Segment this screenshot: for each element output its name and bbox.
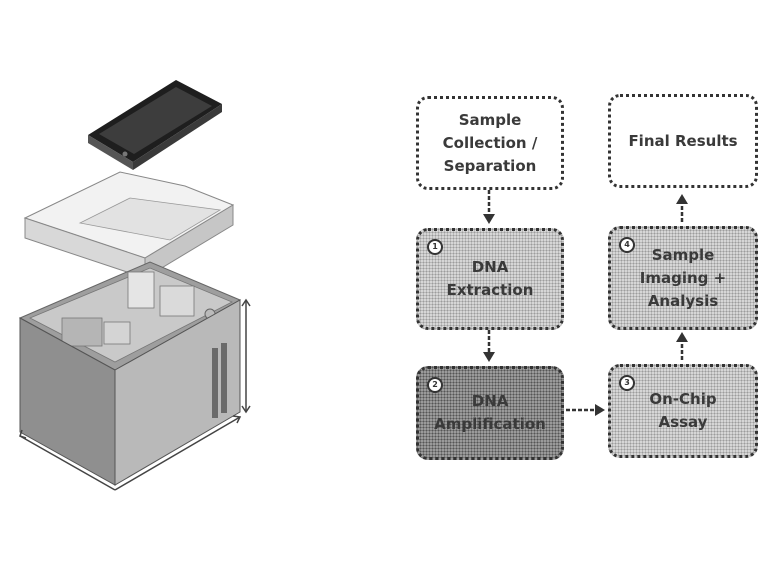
step-label: Final Results xyxy=(628,131,738,150)
step-dna-extraction: 1 DNA Extraction xyxy=(416,228,564,330)
step-number-badge: 1 xyxy=(427,239,443,255)
step-label: Sample Imaging + Analysis xyxy=(639,245,727,310)
step-label: On-Chip Assay xyxy=(649,390,717,431)
step-dna-amplification: 2 DNA Amplification xyxy=(416,366,564,460)
step-sample-imaging: 4 Sample Imaging + Analysis xyxy=(608,226,758,330)
step-label: Sample Collection / Separation xyxy=(442,110,538,175)
device-lid-icon xyxy=(23,171,235,279)
device-box-icon xyxy=(18,261,242,486)
step-on-chip-assay: 3 On-Chip Assay xyxy=(608,364,758,458)
dimension-arrow-icon xyxy=(19,298,251,491)
step-number-badge: 2 xyxy=(427,377,443,393)
step-label: DNA Extraction xyxy=(446,258,534,299)
step-sample-collection: Sample Collection / Separation xyxy=(416,96,564,190)
step-final-results: Final Results xyxy=(608,94,758,188)
device-illustration xyxy=(18,80,251,491)
step-number-badge: 4 xyxy=(619,237,635,253)
step-number-badge: 3 xyxy=(619,375,635,391)
smartphone-icon xyxy=(88,80,222,170)
step-label: DNA Amplification xyxy=(434,392,546,433)
